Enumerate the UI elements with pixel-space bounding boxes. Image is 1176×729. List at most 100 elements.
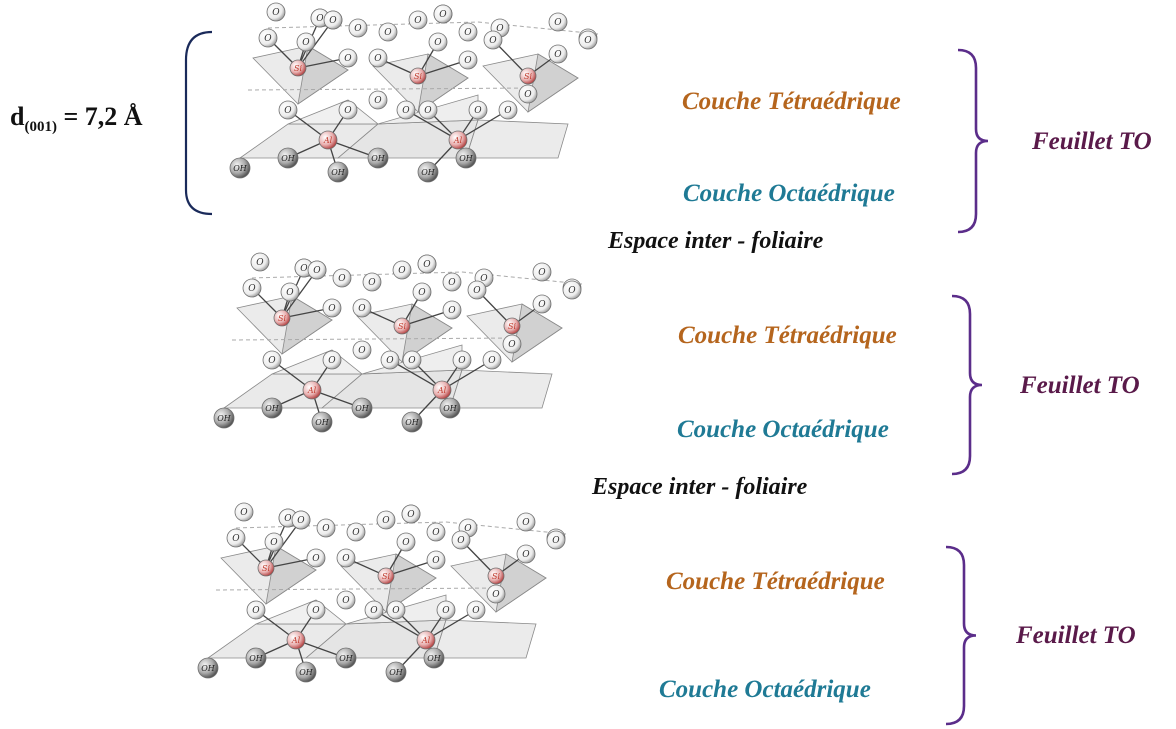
hydroxyl-group-symbol: OH (315, 418, 330, 427)
oxygen-atom-symbol: O (448, 306, 456, 316)
interlayer-space-label-1: Espace inter - foliaire (608, 228, 824, 254)
oxygen-atom-symbol: O (240, 508, 248, 518)
apical-oxygen-atom (386, 600, 406, 620)
hydroxyl-group-symbol: OH (427, 654, 442, 663)
back-edge (235, 521, 447, 529)
oxygen-atom (433, 4, 453, 24)
oxygen-atom (442, 300, 462, 320)
apical-oxygen-atom-symbol: O (472, 606, 480, 616)
silicon-atom-symbol: Si (492, 572, 500, 581)
oxygen-atom-symbol: O (522, 518, 530, 528)
back-edge (231, 337, 513, 341)
hydroxyl-group-symbol: OH (201, 664, 216, 673)
oxygen-atom-symbol: O (448, 278, 456, 288)
octa-face (465, 119, 569, 159)
tetra-bond (297, 19, 334, 69)
oxygen-atom (546, 530, 566, 550)
oxygen-atom-symbol: O (418, 288, 426, 298)
octa-layer-label-1: Couche Octaédrique (683, 180, 895, 207)
silicon-atom-symbol: Si (414, 72, 422, 81)
oxygen-atom-symbol: O (302, 38, 310, 48)
hydroxyl-group-symbol: OH (389, 668, 404, 677)
aluminium-atom-symbol: Al (421, 636, 431, 645)
oxygen-atom (458, 50, 478, 70)
apical-oxygen-atom (518, 84, 538, 104)
oxygen-atom (250, 252, 270, 272)
apical-oxygen-atom (466, 600, 486, 620)
oxygen-atom-symbol: O (358, 304, 366, 314)
aluminium-atom (302, 380, 322, 400)
aluminium-atom (416, 630, 436, 650)
oxygen-atom (483, 30, 503, 50)
oxygen-atom (548, 44, 568, 64)
octa-bond (405, 109, 459, 141)
oxygen-atom (426, 522, 446, 542)
oxygen-atom (242, 278, 262, 298)
hydroxyl-group (455, 147, 477, 169)
silicon-atom (273, 309, 291, 327)
back-edge (461, 271, 583, 285)
silicon-atom (257, 559, 275, 577)
tetrahedron-face (527, 53, 579, 113)
oxygen-atom-symbol: O (272, 8, 280, 18)
spacing-bracket (184, 30, 213, 216)
hydroxyl-group (327, 161, 349, 183)
oxygen-atom-symbol: O (398, 266, 406, 276)
hydroxyl-group-symbol: OH (443, 404, 458, 413)
oxygen-atom-symbol: O (342, 554, 350, 564)
oxygen-atom (516, 544, 536, 564)
octa-bond (373, 609, 427, 641)
apical-oxygen-atom-symbol: O (402, 106, 410, 116)
oxygen-atom (408, 10, 428, 30)
oxygen-atom-symbol: O (522, 550, 530, 560)
hydroxyl-group (417, 161, 439, 183)
silicon-atom-symbol: Si (508, 322, 516, 331)
apical-oxygen-atom (246, 600, 266, 620)
apical-oxygen-atom-symbol: O (374, 96, 382, 106)
oxygen-atom-symbol: O (407, 510, 415, 520)
oxygen-atom-symbol: O (329, 16, 337, 26)
oxygen-atom-symbol: O (382, 516, 390, 526)
back-edge (445, 521, 567, 535)
oxygen-atom-symbol: O (432, 556, 440, 566)
apical-oxygen-atom-symbol: O (284, 106, 292, 116)
hydroxyl-group (311, 411, 333, 433)
tetra-bond (281, 269, 318, 319)
oxygen-atom-symbol: O (232, 534, 240, 544)
oxygen-atom (426, 550, 446, 570)
oxygen-atom-symbol: O (322, 524, 330, 534)
oxygen-atom (323, 10, 343, 30)
oxygen-atom-symbol: O (264, 34, 272, 44)
silicon-atom (519, 67, 537, 85)
apical-oxygen-atom-symbol: O (424, 106, 432, 116)
aluminium-atom-symbol: Al (453, 136, 463, 145)
octa-bond (457, 109, 509, 141)
oxygen-atom-symbol: O (316, 14, 324, 24)
oxygen-atom (417, 254, 437, 274)
apical-oxygen-atom (482, 350, 502, 370)
silicon-atom-symbol: Si (382, 572, 390, 581)
apical-oxygen-atom (262, 350, 282, 370)
oxygen-atom (296, 32, 316, 52)
oxygen-atom-symbol: O (439, 10, 447, 20)
sheet-brace-3 (945, 545, 977, 726)
tetrahedron-face (297, 45, 349, 105)
oxygen-atom-symbol: O (464, 524, 472, 534)
oxygen-atom (291, 510, 311, 530)
oxygen-atom (451, 530, 471, 550)
silicon-atom-symbol: Si (262, 564, 270, 573)
hydroxyl-group-symbol: OH (405, 418, 420, 427)
oxygen-atom (548, 12, 568, 32)
silicon-atom (289, 59, 307, 77)
oxygen-atom (562, 280, 582, 300)
aluminium-atom (448, 130, 468, 150)
structure-layer-1: OOOOOOOOOOOOOOOOOOOOOOOSiSiSiOOOOOOOOAlA… (229, 2, 599, 183)
silicon-atom-symbol: Si (398, 322, 406, 331)
apical-oxygen-atom (336, 590, 356, 610)
oxygen-atom-symbol: O (384, 28, 392, 38)
oxygen-atom (532, 262, 552, 282)
sheet-brace-2 (951, 294, 983, 476)
apical-oxygen-atom-symbol: O (312, 606, 320, 616)
